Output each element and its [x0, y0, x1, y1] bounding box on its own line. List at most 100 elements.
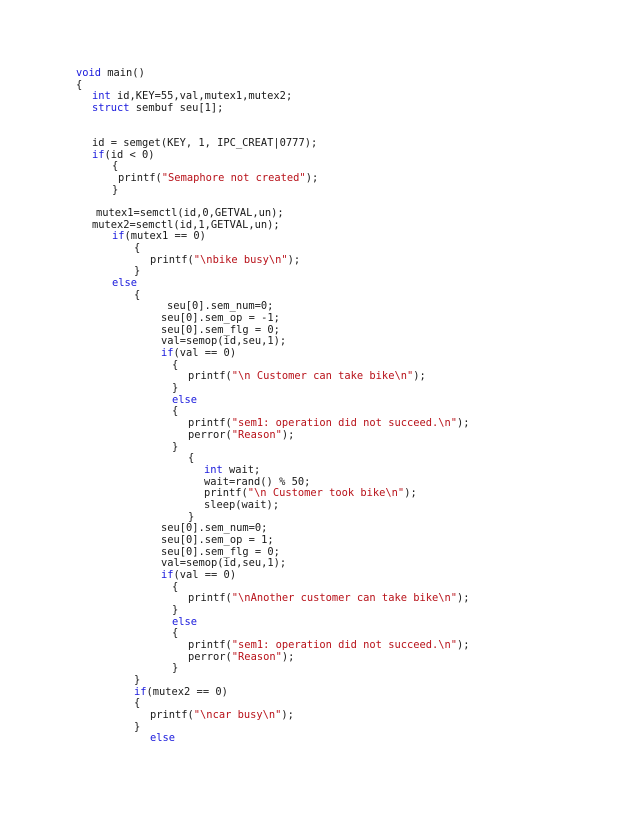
code-line: val=semop(id,seu,1);: [0, 557, 638, 570]
code-keyword: else: [112, 277, 138, 290]
code-string: "\nAnother customer can take bike\n": [231, 592, 458, 605]
code-line: struct sembuf seu[1];: [0, 102, 638, 115]
code-text: );: [281, 708, 294, 721]
code-line: }: [0, 382, 638, 395]
code-text: (mutex2 == 0): [146, 685, 228, 698]
code-line: printf("sem1: operation did not succeed.…: [0, 417, 638, 430]
code-line: }: [0, 511, 638, 524]
code-line: printf("\ncar busy\n");: [0, 708, 638, 722]
code-line: mutex1=semctl(id,0,GETVAL,un);: [0, 207, 638, 220]
code-text: main(): [101, 67, 145, 79]
code-line: }: [0, 441, 638, 454]
code-line: {: [0, 358, 638, 372]
code-line: printf("sem1: operation did not succeed.…: [0, 638, 638, 652]
code-line: }: [0, 673, 638, 687]
code-keyword: if: [134, 685, 147, 698]
code-line: mutex2=semctl(id,1,GETVAL,un);: [0, 219, 638, 232]
code-keyword: if: [112, 230, 125, 243]
code-line: int wait;: [0, 463, 638, 477]
code-text: (mutex1 == 0): [124, 230, 206, 243]
code-text: printf(: [188, 638, 232, 651]
code-text: );: [287, 253, 301, 266]
code-text: seu[0].sem_op = 1;: [161, 533, 274, 546]
code-string: "\nbike busy\n": [193, 253, 288, 266]
code-text: {: [134, 288, 141, 301]
code-line: wait=rand() % 50;: [0, 475, 638, 489]
code-string: "\n Customer can take bike\n": [231, 370, 414, 383]
code-line: if(val == 0): [0, 347, 638, 360]
code-string: "sem1: operation did not succeed.\n": [231, 417, 458, 430]
code-keyword: if: [161, 347, 174, 360]
code-string: "\ncar busy\n": [193, 708, 282, 721]
code-text: seu[0].sem_num=0;: [167, 300, 274, 313]
code-line: {: [0, 78, 638, 92]
code-text: id = semget(KEY, 1, IPC_CREAT|0777);: [92, 137, 318, 150]
code-keyword: if: [161, 568, 174, 581]
code-line: val=semop(id,seu,1);: [0, 336, 638, 348]
code-line: else: [0, 394, 638, 407]
code-text: (val == 0): [173, 568, 237, 581]
code-line: seu[0].sem_flg = 0;: [0, 546, 638, 559]
code-line: }: [0, 662, 638, 675]
code-keyword: void: [76, 67, 102, 79]
code-text: seu[0].sem_flg = 0;: [161, 323, 280, 336]
code-keyword: else: [172, 615, 198, 628]
code-line: seu[0].sem_num=0;: [0, 301, 638, 313]
code-text: {: [188, 452, 195, 465]
code-text: }: [134, 673, 141, 686]
code-line: seu[0].sem_op = -1;: [0, 312, 638, 325]
code-text: (val == 0): [173, 347, 237, 360]
code-text: id,KEY=55,val,mutex1,mutex2;: [110, 90, 293, 103]
code-text: }: [172, 603, 179, 616]
code-line: }: [0, 266, 638, 278]
code-text: seu[0].sem_op = -1;: [161, 312, 280, 325]
code-keyword: if: [92, 148, 105, 161]
code-line: printf("Semaphore not created");: [0, 172, 638, 185]
code-text: {: [172, 358, 179, 371]
code-line: {: [0, 697, 638, 710]
code-string: "Reason": [231, 428, 282, 441]
code-text: printf(: [204, 487, 248, 500]
code-line: else: [0, 277, 638, 290]
code-string: "sem1: operation did not succeed.\n": [231, 638, 458, 651]
code-text: {: [134, 697, 141, 710]
code-text: {: [134, 242, 141, 255]
code-keyword: int: [204, 463, 223, 476]
code-line: {: [0, 581, 638, 594]
code-text: );: [281, 428, 295, 441]
code-text: {: [76, 78, 83, 91]
code-text: }: [112, 183, 119, 196]
code-line: if(mutex2 == 0): [0, 685, 638, 699]
code-string: "Reason": [231, 650, 282, 663]
code-line: }: [0, 720, 638, 734]
code-text: );: [413, 370, 426, 383]
code-line: {: [0, 161, 638, 173]
code-text: perror(: [188, 650, 232, 663]
code-line: else: [0, 732, 638, 745]
code-text: val=semop(id,seu,1);: [161, 335, 287, 348]
code-line: }: [0, 183, 638, 197]
code-text: wait=rand() % 50;: [204, 475, 311, 488]
code-line: else: [0, 615, 638, 629]
code-text: );: [305, 172, 319, 185]
code-text: sleep(wait);: [204, 498, 280, 511]
code-text: {: [112, 160, 119, 173]
code-text: (id < 0): [104, 148, 155, 161]
code-text: wait;: [222, 463, 261, 476]
code-text: seu[0].sem_num=0;: [161, 522, 268, 535]
code-block: void main() { int id,KEY=55,val,mutex1,mut…: [0, 67, 638, 745]
code-text: val=semop(id,seu,1);: [161, 557, 287, 570]
code-text: sembuf seu[1];: [129, 102, 224, 115]
code-text: printf(: [150, 253, 194, 266]
code-line: {: [0, 288, 638, 302]
code-line: {: [0, 242, 638, 255]
code-text: }: [134, 265, 141, 278]
code-text: printf(: [188, 370, 232, 383]
code-text: printf(: [188, 417, 232, 430]
code-line: seu[0].sem_op = 1;: [0, 533, 638, 547]
code-text: );: [457, 592, 470, 605]
code-line: sleep(wait);: [0, 498, 638, 512]
code-text: }: [134, 720, 141, 733]
code-line: [0, 115, 638, 127]
code-text: );: [457, 417, 470, 430]
